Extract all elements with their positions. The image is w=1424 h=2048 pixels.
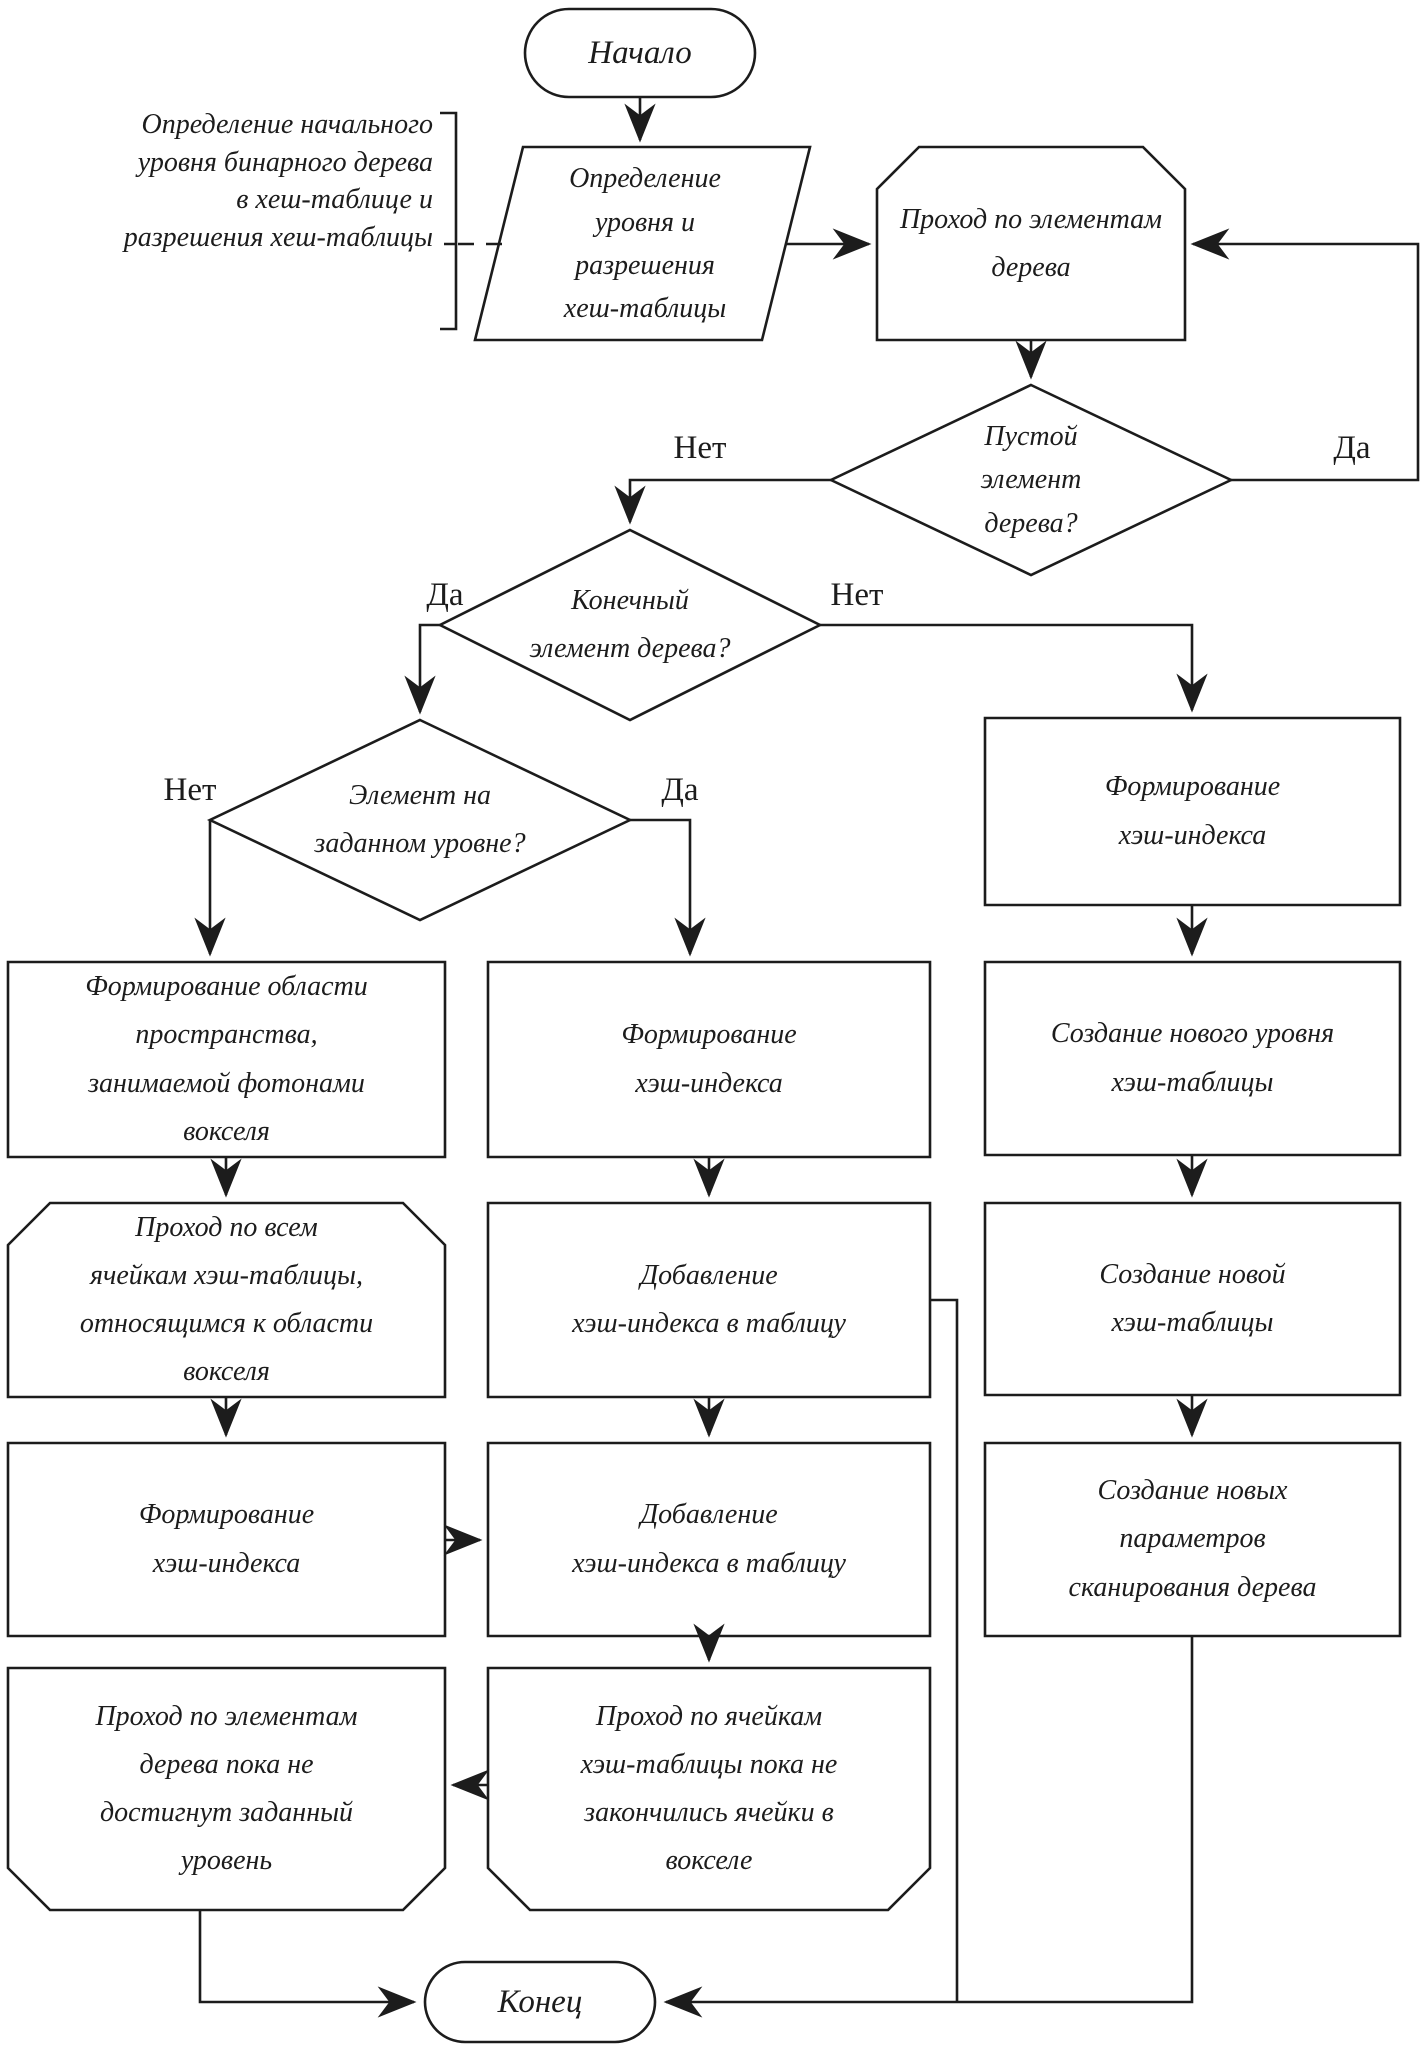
annotation-bracket [440,113,456,329]
mid-2-process-shape [488,1203,930,1397]
left-3-process-shape [8,1443,445,1636]
decision-final-shape [440,530,820,720]
edge-right4-end [663,1636,1192,2018]
mid-1-process-shape [488,962,930,1157]
mid-3-process-shape [488,1443,930,1636]
edge-dlevel-yes-mid1 [630,820,706,957]
decision-level-shape [210,720,630,920]
end-terminator-shape [425,1962,655,2042]
mid-4-loopend-shape [488,1668,930,1910]
edge-dfinal-no-right1 [820,625,1208,713]
edge-dempty-yes-return [1190,228,1418,480]
start-terminator-shape [525,9,755,97]
decision-empty-shape [831,385,1231,575]
edge-dfinal-yes-dlevel [404,625,440,715]
left-4-loopend-shape [8,1668,445,1910]
right-2-process-shape [985,962,1400,1155]
traverse-loop-shape [877,147,1185,340]
edge-left4-end [200,1910,417,2018]
right-3-process-shape [985,1203,1400,1395]
edge-mid2-end [930,1300,957,2002]
right-4-process-shape [985,1443,1400,1636]
io-parallelogram-shape [475,147,810,340]
left-1-process-shape [8,962,445,1157]
right-1-process-shape [985,718,1400,905]
left-2-loop-shape [8,1203,445,1397]
edge-dempty-no-dfinal [614,480,831,525]
